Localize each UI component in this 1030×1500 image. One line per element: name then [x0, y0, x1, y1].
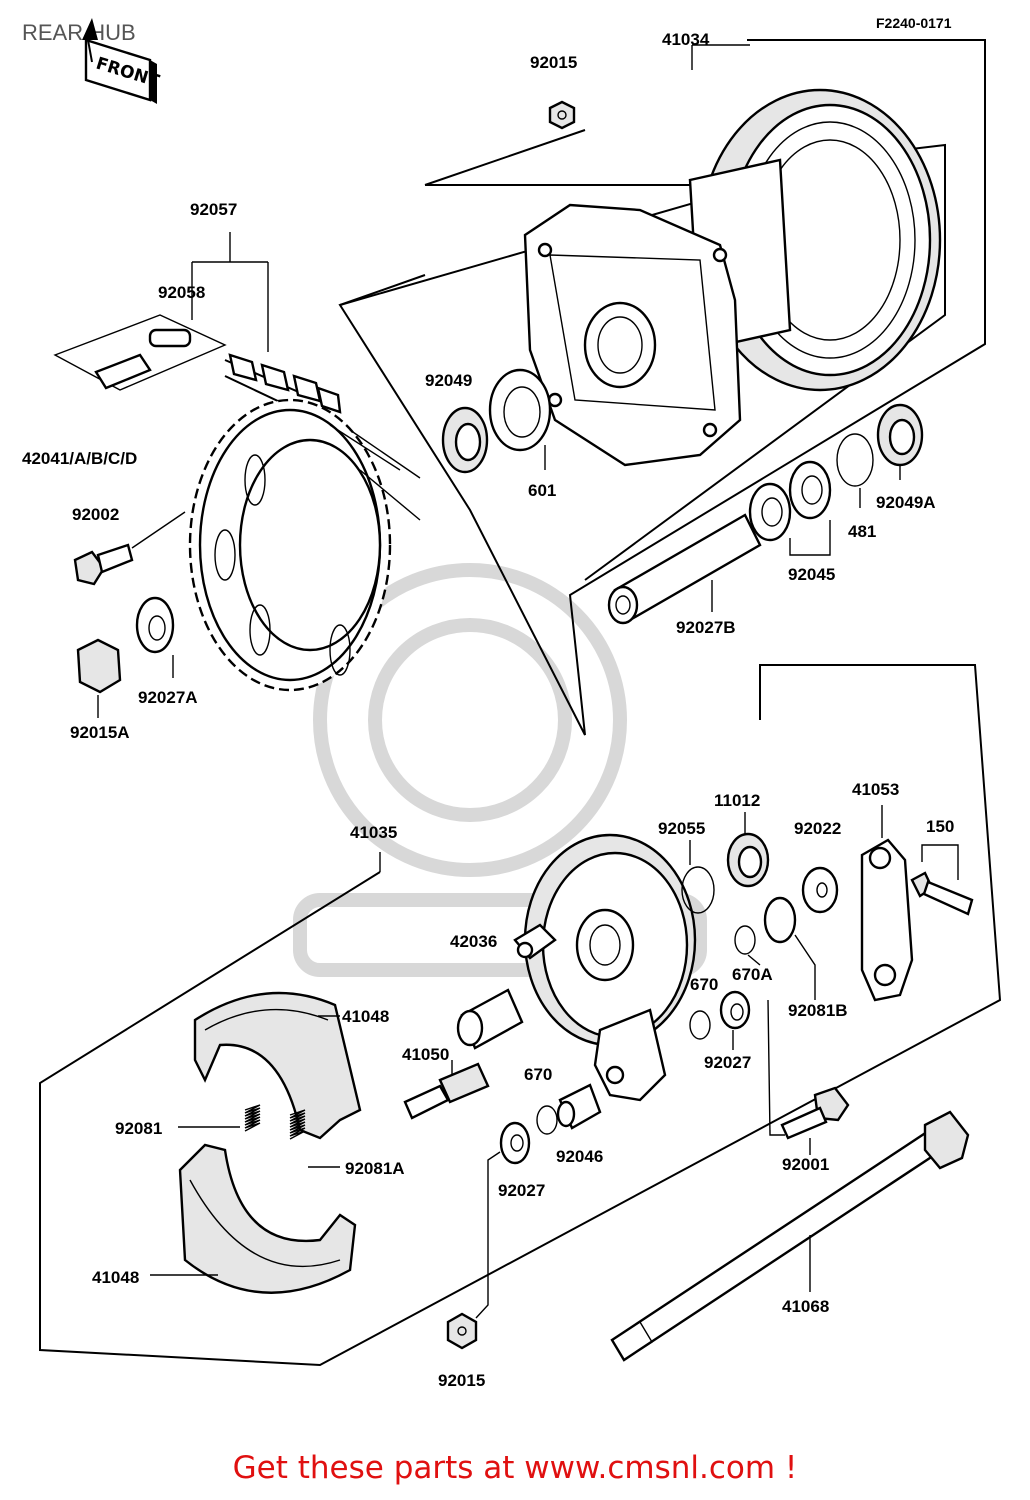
label-92081A: 92081A	[345, 1159, 405, 1178]
label-92015-top: 92015	[530, 53, 577, 72]
label-670A: 670A	[732, 965, 773, 984]
label-92015-bottom: 92015	[438, 1371, 485, 1390]
circlip-481	[836, 433, 874, 508]
label-92045: 92045	[788, 565, 835, 584]
label-41048-bottom: 41048	[92, 1268, 139, 1287]
label-92002: 92002	[72, 505, 119, 524]
label-92015A: 92015A	[70, 723, 130, 742]
label-41053: 41053	[852, 780, 899, 799]
bearing-601	[488, 368, 552, 470]
brake-shoe-41048-top	[193, 991, 362, 1140]
bolt-92002	[73, 511, 186, 586]
axle-41068	[610, 1110, 970, 1362]
washer-92022	[801, 866, 839, 914]
spring-92081A	[289, 1109, 340, 1168]
nut-92015-top	[548, 100, 576, 130]
label-92055: 92055	[658, 819, 705, 838]
collar-92027A	[135, 596, 175, 678]
rear-wheel-hub	[523, 88, 942, 467]
oil-seal-92049A	[876, 403, 924, 480]
label-41068: 41068	[782, 1297, 829, 1316]
collar-92046	[556, 1083, 602, 1130]
front-arrow-icon: FRONT	[82, 18, 162, 104]
spring-92081	[178, 1104, 261, 1132]
label-92081B: 92081B	[788, 1001, 848, 1020]
brake-panel	[523, 833, 697, 1102]
bolt-92001	[767, 999, 850, 1155]
diagram-code: F2240-0171	[876, 15, 952, 31]
collar-41050-top	[456, 988, 524, 1050]
spring-92081B	[763, 896, 816, 1000]
label-92049: 92049	[425, 371, 472, 390]
label-41048-top: 41048	[342, 1007, 389, 1026]
label-42041: 42041/A/B/C/D	[22, 449, 137, 468]
label-92057: 92057	[190, 200, 237, 219]
label-92027-low: 92027	[498, 1181, 545, 1200]
spacer-92027B	[607, 513, 762, 625]
bolt-150	[910, 844, 974, 916]
label-92049A: 92049A	[876, 493, 936, 512]
watermark-logo	[293, 563, 707, 977]
label-92027A: 92027A	[138, 688, 198, 707]
label-92001: 92001	[782, 1155, 829, 1174]
label-92027B: 92027B	[676, 618, 736, 637]
label-670-mid: 670	[690, 975, 718, 994]
label-11012: 11012	[714, 791, 760, 810]
brake-cam-41050	[403, 1060, 490, 1120]
brake-panel-outline	[39, 664, 1002, 1367]
label-92027-mid: 92027	[704, 1053, 751, 1072]
brake-cam-42036	[513, 923, 557, 960]
nut-92015A	[76, 638, 122, 718]
oring-670-mid	[689, 1010, 711, 1040]
label-41050: 41050	[402, 1045, 449, 1064]
bearings-92045	[748, 460, 832, 556]
rear-sprocket	[188, 398, 421, 692]
label-150: 150	[926, 817, 954, 836]
nut-92015-bottom	[446, 1151, 501, 1350]
label-41034: 41034	[662, 30, 710, 49]
washer-92027-low	[499, 1121, 531, 1165]
oring-670A	[734, 925, 761, 966]
oring-92055	[681, 840, 715, 914]
oring-670-low	[536, 1105, 558, 1135]
label-92046: 92046	[556, 1147, 603, 1166]
collar-92027-mid	[719, 990, 751, 1050]
label-601: 601	[528, 481, 556, 500]
drive-chain	[53, 232, 342, 429]
label-481: 481	[848, 522, 876, 541]
label-41035: 41035	[350, 823, 397, 842]
footer-promo-text: Get these parts at www.cmsnl.com !	[232, 1450, 798, 1486]
diagram-title: REAR HUB	[22, 20, 136, 45]
label-92081: 92081	[115, 1119, 162, 1138]
label-670-low: 670	[524, 1065, 552, 1084]
oil-seal-11012	[726, 812, 770, 888]
brake-shoe-41048-bottom	[150, 1143, 357, 1294]
label-92058: 92058	[158, 283, 205, 302]
label-92022: 92022	[794, 819, 841, 838]
label-42036: 42036	[450, 932, 497, 951]
oil-seal-92049	[441, 406, 489, 474]
hub-assembly-outline	[338, 39, 986, 736]
torque-link-41053	[860, 805, 914, 1002]
